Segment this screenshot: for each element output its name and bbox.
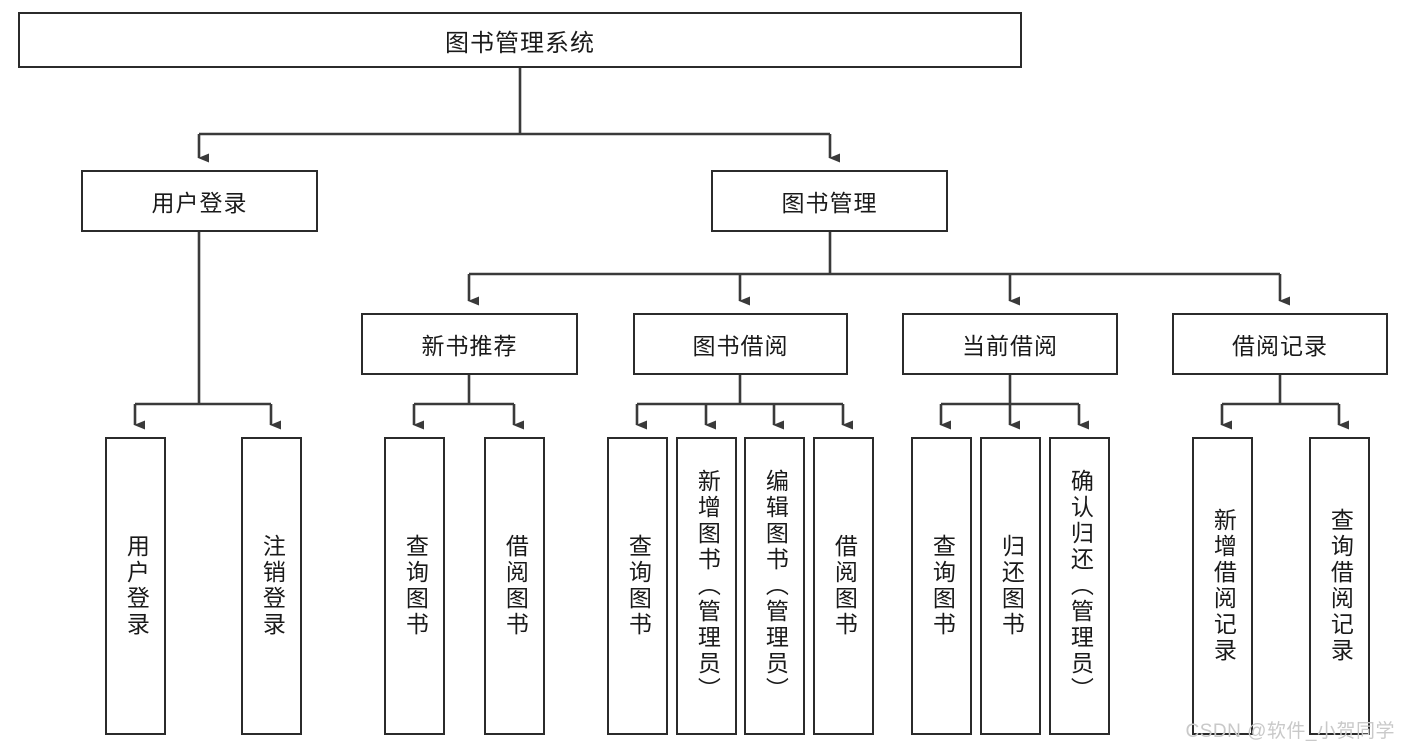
node-current-borrow[interactable]: 当前借阅 xyxy=(902,313,1118,375)
leaf-borrow-book-recommend[interactable]: 借阅图书 xyxy=(484,437,545,735)
node-label: 当前借阅 xyxy=(962,333,1058,359)
node-label: 查询图书 xyxy=(625,534,652,638)
node-label: 新增借阅记录 xyxy=(1210,508,1237,664)
node-label: 借阅记录 xyxy=(1232,333,1328,359)
leaf-borrow-book[interactable]: 借阅图书 xyxy=(813,437,874,735)
node-label: 图书管理 xyxy=(781,190,878,216)
node-label: 新书推荐 xyxy=(421,333,518,359)
node-label: 确认归还（管理员） xyxy=(1067,469,1094,703)
node-label: 查询图书 xyxy=(402,534,429,638)
leaf-user-logout[interactable]: 注销登录 xyxy=(241,437,302,735)
node-user-login[interactable]: 用户登录 xyxy=(81,170,318,232)
node-label: 查询图书 xyxy=(929,534,956,638)
node-label: 用户登录 xyxy=(151,190,248,216)
leaf-user-login[interactable]: 用户登录 xyxy=(105,437,166,735)
leaf-add-borrow-record[interactable]: 新增借阅记录 xyxy=(1192,437,1253,735)
leaf-query-borrow-record[interactable]: 查询借阅记录 xyxy=(1309,437,1370,735)
node-label: 新增图书（管理员） xyxy=(694,469,721,703)
node-label: 编辑图书（管理员） xyxy=(762,469,789,703)
watermark: CSDN @软件_小贺同学 xyxy=(1185,721,1395,742)
node-label: 图书管理系统 xyxy=(445,29,595,57)
node-label: 借阅图书 xyxy=(831,534,858,638)
node-label: 用户登录 xyxy=(123,534,150,638)
leaf-edit-book-admin[interactable]: 编辑图书（管理员） xyxy=(744,437,805,735)
node-borrow-record[interactable]: 借阅记录 xyxy=(1172,313,1388,375)
node-book-management[interactable]: 图书管理 xyxy=(711,170,948,232)
leaf-query-book-recommend[interactable]: 查询图书 xyxy=(384,437,445,735)
node-label: 借阅图书 xyxy=(502,534,529,638)
leaf-add-book-admin[interactable]: 新增图书（管理员） xyxy=(676,437,737,735)
node-label: 注销登录 xyxy=(259,534,286,638)
node-new-book-recommend[interactable]: 新书推荐 xyxy=(361,313,578,375)
node-label: 归还图书 xyxy=(998,534,1025,638)
node-label: 查询借阅记录 xyxy=(1327,508,1354,664)
leaf-query-book-borrow[interactable]: 查询图书 xyxy=(607,437,668,735)
node-book-borrow[interactable]: 图书借阅 xyxy=(633,313,848,375)
leaf-return-book[interactable]: 归还图书 xyxy=(980,437,1041,735)
node-root-book-management-system[interactable]: 图书管理系统 xyxy=(18,12,1022,68)
node-label: 图书借阅 xyxy=(692,333,789,359)
leaf-confirm-return-admin[interactable]: 确认归还（管理员） xyxy=(1049,437,1110,735)
leaf-query-book-current[interactable]: 查询图书 xyxy=(911,437,972,735)
